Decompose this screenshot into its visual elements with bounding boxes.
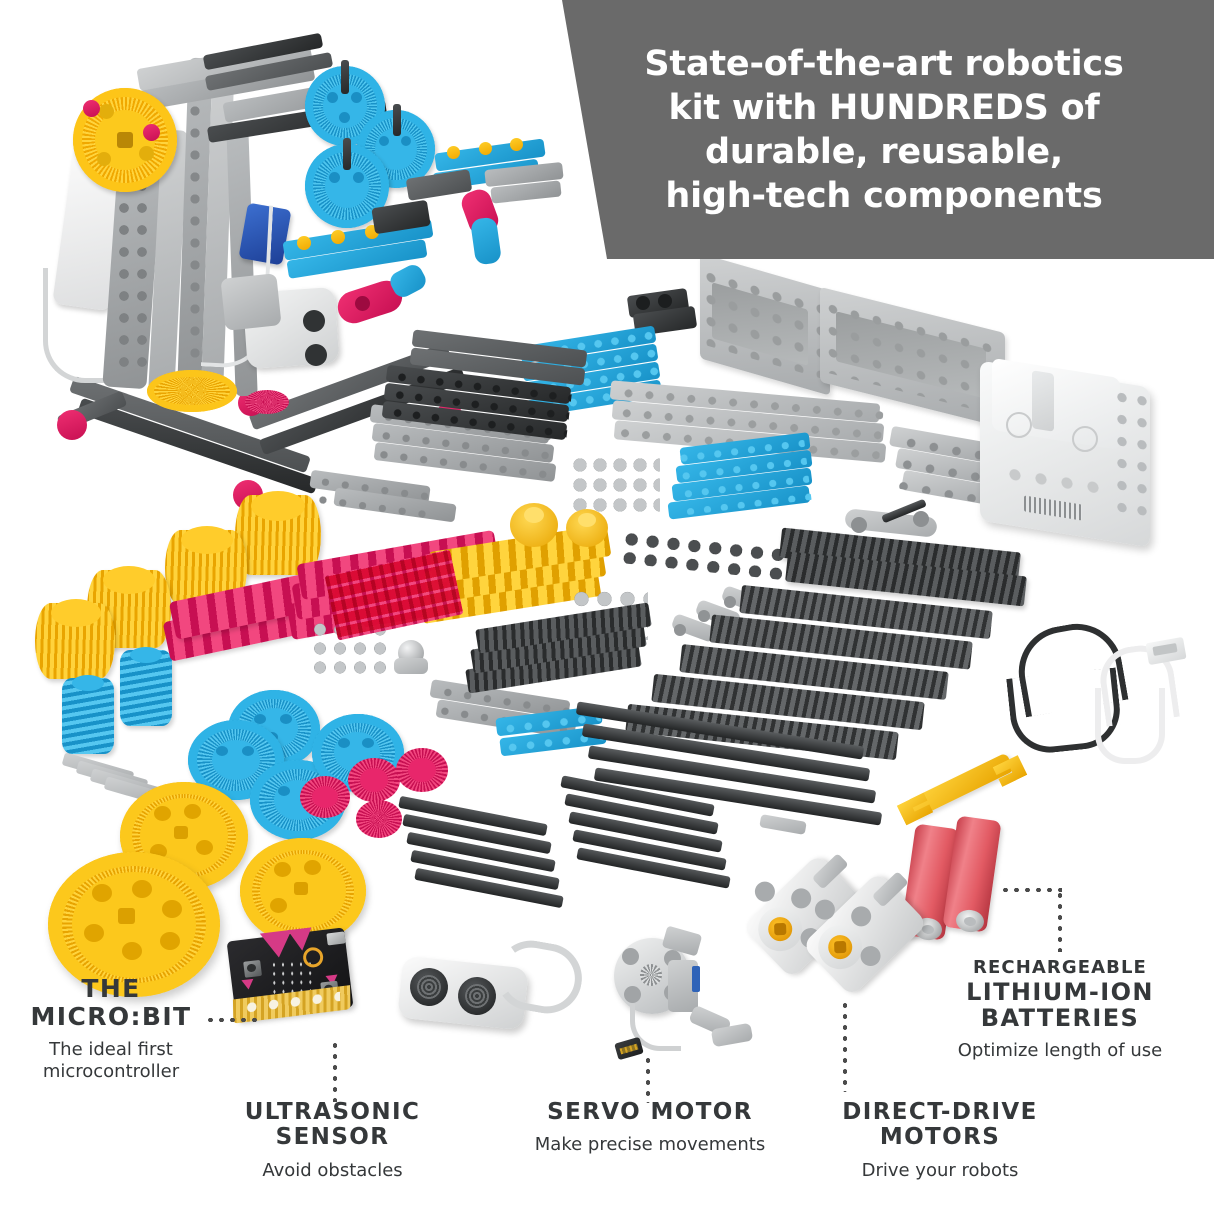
ultrasonic-sensor-part: [397, 935, 588, 1048]
gray-angle-connectors: [670, 584, 782, 660]
cyan-worm-gears: [62, 647, 192, 754]
gray-frame-tall: [700, 252, 830, 402]
callout-ultrasonic-title-line1: ULTRASONIC: [244, 1099, 421, 1125]
callout-batteries-sub-line1: Optimize length of use: [957, 1039, 1163, 1061]
callout-direct-drive: DIRECT-DRIVE MOTORS Drive your robots: [815, 1099, 1065, 1182]
black-axle-bundle-right: [560, 775, 750, 900]
robot-arm-assembly: [43, 18, 564, 510]
usb-cable-white: [1095, 636, 1205, 770]
headline-banner-shape: [562, 0, 1214, 259]
servo-motor-part: [608, 925, 728, 1068]
gray-round-connectors: [570, 455, 660, 515]
callout-microbit-sub-line2: microcontroller: [42, 1060, 180, 1082]
callout-batteries-title-line1: LITHIUM-ION: [966, 977, 1154, 1006]
leader-servo: [646, 1055, 650, 1103]
black-connector-cluster: [626, 282, 708, 337]
leader-batteries-horizontal: [1000, 888, 1062, 892]
callout-batteries-title-line0: RECHARGEABLE: [973, 957, 1147, 978]
leader-microbit: [205, 1018, 263, 1022]
gray-axle-beam: [844, 498, 955, 541]
pink-pin-bundle: [324, 549, 464, 641]
callout-servo: SERVO MOTOR Make precise movements: [515, 1099, 785, 1156]
callout-microbit-sub-line1: The ideal first: [49, 1039, 173, 1060]
black-gear-strip: [465, 602, 676, 694]
callout-batteries: RECHARGEABLE LITHIUM-ION BATTERIES Optim…: [930, 958, 1190, 1062]
callout-servo-sub-line1: Make precise movements: [534, 1134, 766, 1156]
callout-ultrasonic-sub-line1: Avoid obstacles: [262, 1159, 403, 1181]
gray-connector-low: [688, 1004, 760, 1056]
leader-ultrasonic: [333, 1040, 337, 1102]
callout-ultrasonic: ULTRASONIC SENSOR Avoid obstacles: [225, 1099, 440, 1182]
pink-gear-4: [356, 800, 402, 838]
callout-microbit-title-line1: THE: [81, 974, 141, 1003]
callout-microbit: THE MICRO:BIT The ideal first microcontr…: [6, 975, 216, 1083]
callout-batteries-title-line2: BATTERIES: [980, 1004, 1140, 1033]
battery-controller-pack: [980, 357, 1165, 550]
leader-direct-drive: [843, 1000, 847, 1092]
callout-direct-drive-title-line2: MOTORS: [879, 1124, 1001, 1151]
yellow-round-plates: [510, 495, 610, 555]
silver-ball-joint: [392, 640, 432, 678]
direct-drive-motor-2: [801, 871, 934, 1002]
callout-direct-drive-sub-line1: Drive your robots: [861, 1159, 1019, 1181]
blue-bar-group: [667, 432, 828, 520]
callout-direct-drive-title-line1: DIRECT-DRIVE: [842, 1099, 1038, 1125]
callout-microbit-title-line2: MICRO:BIT: [30, 1001, 192, 1031]
leader-batteries-vertical: [1058, 890, 1062, 952]
callout-ultrasonic-title-line2: SENSOR: [275, 1124, 390, 1151]
lithium-battery-2: [942, 815, 1002, 936]
dark-beam-stack: [372, 329, 588, 441]
callout-servo-title-line1: SERVO MOTOR: [547, 1099, 753, 1125]
